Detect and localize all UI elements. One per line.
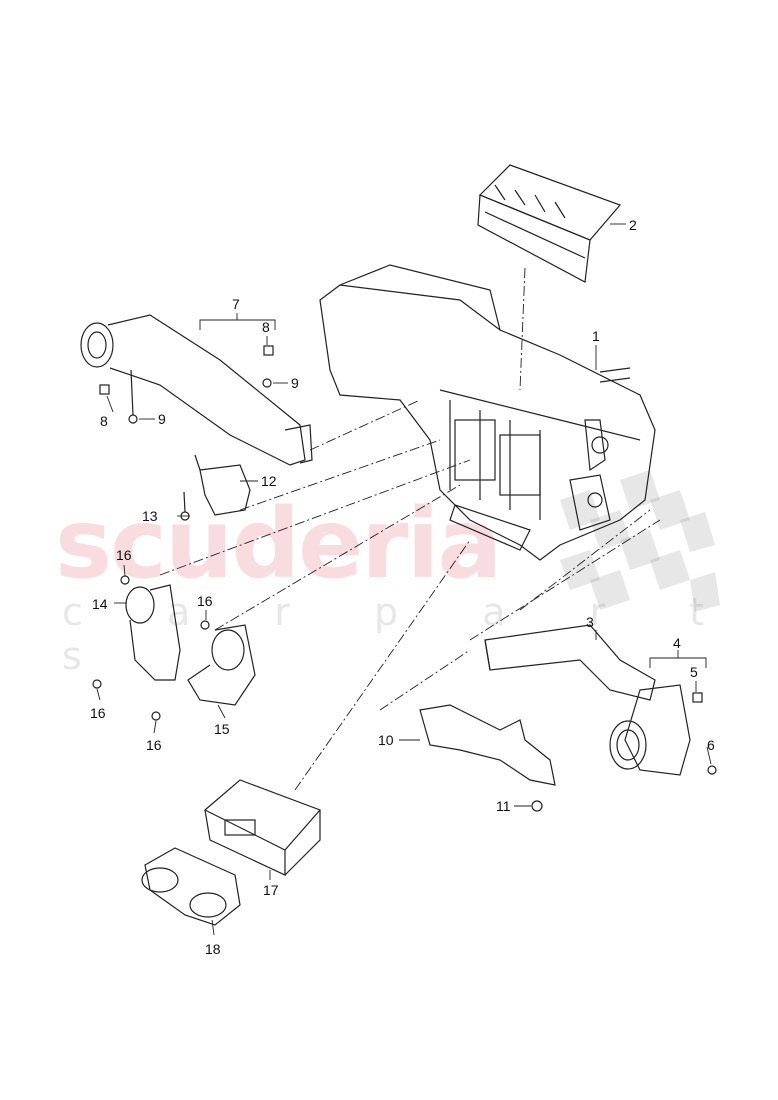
callout-16d: 16 bbox=[146, 737, 162, 753]
part-10-duct bbox=[419, 704, 556, 786]
watermark-brand: scuderia bbox=[55, 488, 502, 600]
part-14-duct bbox=[125, 584, 181, 681]
callout-16b: 16 bbox=[197, 593, 213, 609]
part-15-duct bbox=[187, 624, 256, 706]
part-4-housing bbox=[609, 684, 691, 776]
callout-18: 18 bbox=[205, 941, 221, 957]
callout-12: 12 bbox=[261, 473, 277, 489]
part-3-duct bbox=[484, 624, 656, 701]
part-1-heater-unit bbox=[319, 264, 656, 561]
part-7-duct bbox=[80, 314, 313, 466]
callout-9a: 9 bbox=[291, 375, 299, 391]
callout-15: 15 bbox=[214, 721, 230, 737]
callout-1: 1 bbox=[592, 328, 600, 344]
watermark-sub: c a r p a r t s bbox=[62, 590, 741, 678]
callout-7: 7 bbox=[232, 296, 240, 312]
callout-4: 4 bbox=[673, 635, 681, 651]
callout-10: 10 bbox=[378, 732, 394, 748]
callout-5: 5 bbox=[690, 664, 698, 680]
part-18-vent bbox=[141, 847, 241, 926]
leader-lines bbox=[159, 267, 661, 791]
callout-8a: 8 bbox=[262, 319, 270, 335]
callout-11: 11 bbox=[496, 798, 511, 814]
callout-leaders bbox=[96, 223, 712, 936]
callout-8b: 8 bbox=[100, 413, 108, 429]
callout-16c: 16 bbox=[90, 705, 106, 721]
callout-3: 3 bbox=[586, 614, 594, 630]
part-12-bracket bbox=[194, 454, 251, 516]
callout-13: 13 bbox=[142, 508, 158, 524]
callout-16a: 16 bbox=[116, 547, 132, 563]
callout-2: 2 bbox=[629, 217, 637, 233]
callout-14: 14 bbox=[92, 596, 108, 612]
part-2-vent bbox=[477, 164, 622, 283]
checkered-flag-icon bbox=[560, 470, 720, 612]
callout-9b: 9 bbox=[158, 411, 166, 427]
part-17-vent bbox=[203, 779, 322, 876]
callout-17: 17 bbox=[263, 882, 279, 898]
callout-6: 6 bbox=[707, 737, 715, 753]
